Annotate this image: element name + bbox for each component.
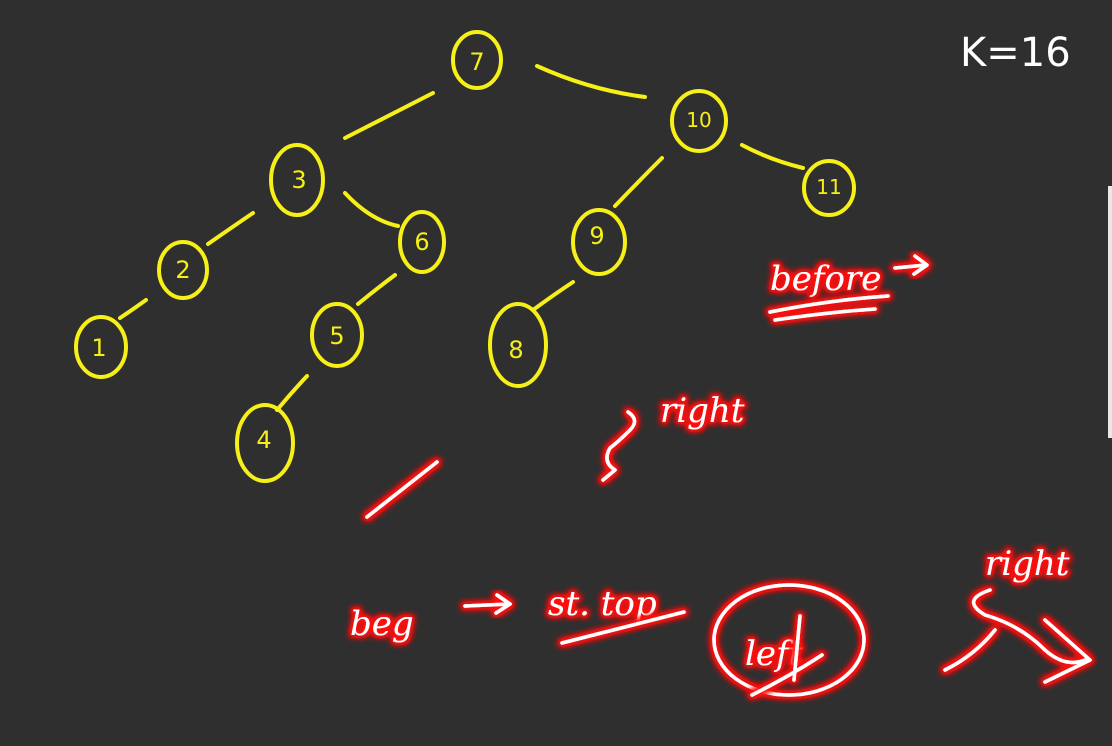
annotation-right-1: right: [660, 391, 745, 431]
tree-nodes: 7 3 10 2 1 6 5: [74, 30, 856, 483]
node-label: 8: [508, 336, 523, 364]
annotations: before right beg st. top left right: [350, 254, 1092, 697]
tree-node: 4: [235, 403, 295, 483]
edge-3-6: [343, 191, 400, 228]
tree-node: 3: [269, 143, 325, 217]
tree-node: 8: [488, 302, 548, 388]
annotation-st-top: st. top: [548, 584, 657, 624]
node-label: 1: [91, 334, 106, 362]
tree-edges: [118, 64, 805, 412]
underline-before: [768, 294, 890, 322]
node-label: 2: [175, 256, 190, 284]
annotation-beg: beg: [350, 604, 414, 644]
node-label: 4: [256, 426, 271, 454]
node-label: 9: [589, 222, 604, 250]
tree-node: 6: [398, 210, 446, 274]
scribble-left: [750, 614, 824, 697]
tree-node: 9: [571, 208, 627, 276]
edge-10-11: [740, 143, 805, 170]
brace-mark: [601, 410, 637, 482]
tree-node: 11: [802, 159, 856, 217]
edge-3-2: [206, 211, 255, 246]
tree-node: 2: [157, 240, 209, 300]
slash-mark: [365, 460, 439, 519]
scrollbar-edge[interactable]: [1108, 186, 1112, 438]
edge-5-4: [275, 374, 309, 412]
annotation-before: before: [770, 259, 881, 299]
annotation-left: left: [745, 634, 803, 674]
circle-left: [712, 583, 866, 697]
k-label: K=16: [960, 30, 1071, 76]
arrow-beg-to-sttop: [463, 593, 512, 615]
edge-9-8: [531, 280, 575, 312]
edge-6-5: [356, 273, 397, 306]
edge-10-9: [613, 156, 664, 208]
edge-7-3: [343, 91, 435, 140]
node-label: 6: [414, 228, 429, 256]
arrow-right-after-before: [893, 254, 929, 276]
underline-st-top: [560, 610, 686, 645]
node-label: 5: [329, 322, 344, 350]
edge-7-10: [535, 64, 647, 99]
curved-arrow-right: [943, 588, 1092, 684]
tree-node: 10: [670, 89, 728, 153]
node-label: 11: [816, 175, 841, 199]
tree-node: 5: [310, 302, 364, 368]
tree-node: 1: [74, 315, 128, 379]
tree-node: 7: [451, 30, 503, 90]
edge-2-1: [118, 298, 148, 320]
node-label: 7: [469, 48, 484, 76]
node-label: 10: [686, 108, 711, 132]
annotation-right-2: right: [985, 544, 1070, 584]
node-label: 3: [291, 166, 306, 194]
